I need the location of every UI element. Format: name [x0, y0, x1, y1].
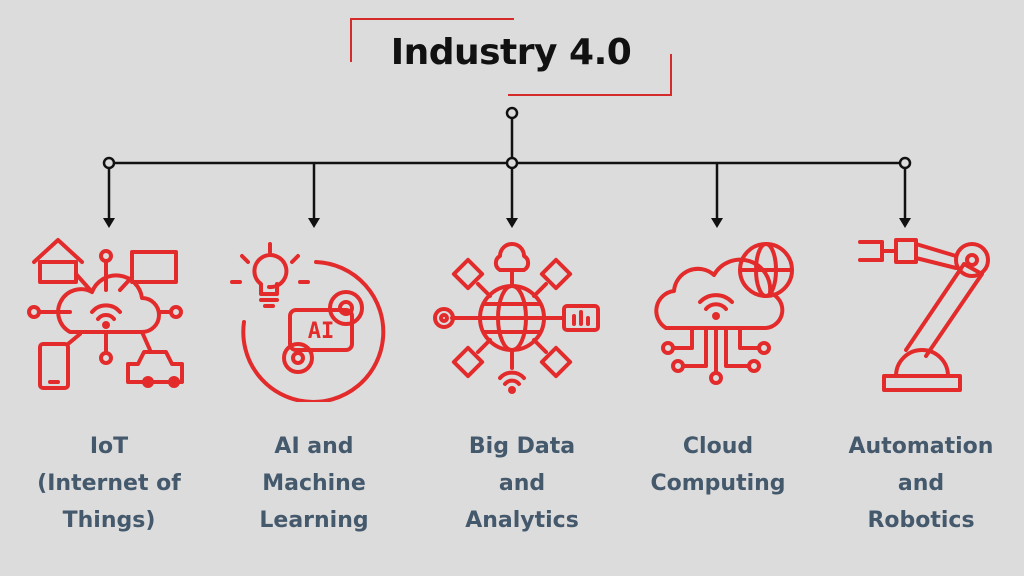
arrowhead-2 [308, 218, 320, 228]
title-frame: Industry 4.0 [350, 18, 672, 96]
node-label-ai: AI and Machine Learning [219, 428, 409, 539]
node-label-line: IoT [89, 434, 129, 459]
ai-icon-text: AI [308, 319, 335, 344]
node-label-line: Robotics [867, 508, 975, 533]
node-label-cloud: Cloud Computing [623, 428, 813, 502]
node-label-line: Analytics [465, 508, 579, 533]
cloud-computing-globe-icon [654, 242, 794, 385]
arrowhead-1 [103, 218, 115, 228]
arrowhead-4 [711, 218, 723, 228]
node-label-line: Big Data [468, 434, 576, 459]
top-node-circle [505, 106, 519, 120]
big-data-globe-network-icon [433, 242, 600, 394]
right-node-circle [898, 156, 912, 170]
node-label-automation: Automation and Robotics [826, 428, 1016, 539]
node-label-line: Learning [259, 508, 369, 533]
node-label-big-data: Big Data and Analytics [427, 428, 617, 539]
ai-gear-bulb-icon: AI [230, 242, 386, 402]
node-label-line: Machine [262, 471, 366, 496]
arrowhead-5 [899, 218, 911, 228]
arrowhead-3 [506, 218, 518, 228]
node-label-line: (Internet of [37, 471, 181, 496]
node-label-line: AI and [274, 434, 354, 459]
iot-cloud-network-icon [27, 238, 184, 390]
node-label-iot: IoT (Internet of Things) [14, 428, 204, 539]
title-frame-top-left [350, 18, 514, 62]
center-node-circle [505, 156, 519, 170]
title-frame-bottom-right [508, 54, 672, 96]
node-label-line: Cloud [682, 434, 754, 459]
node-label-line: and [498, 471, 546, 496]
robotic-arm-icon [858, 238, 990, 392]
node-label-line: Computing [650, 471, 786, 496]
node-label-line: Things) [62, 508, 156, 533]
page-title: Industry 4.0 [390, 32, 632, 73]
node-label-line: and [897, 471, 945, 496]
left-node-circle [102, 156, 116, 170]
node-label-line: Automation [848, 434, 994, 459]
